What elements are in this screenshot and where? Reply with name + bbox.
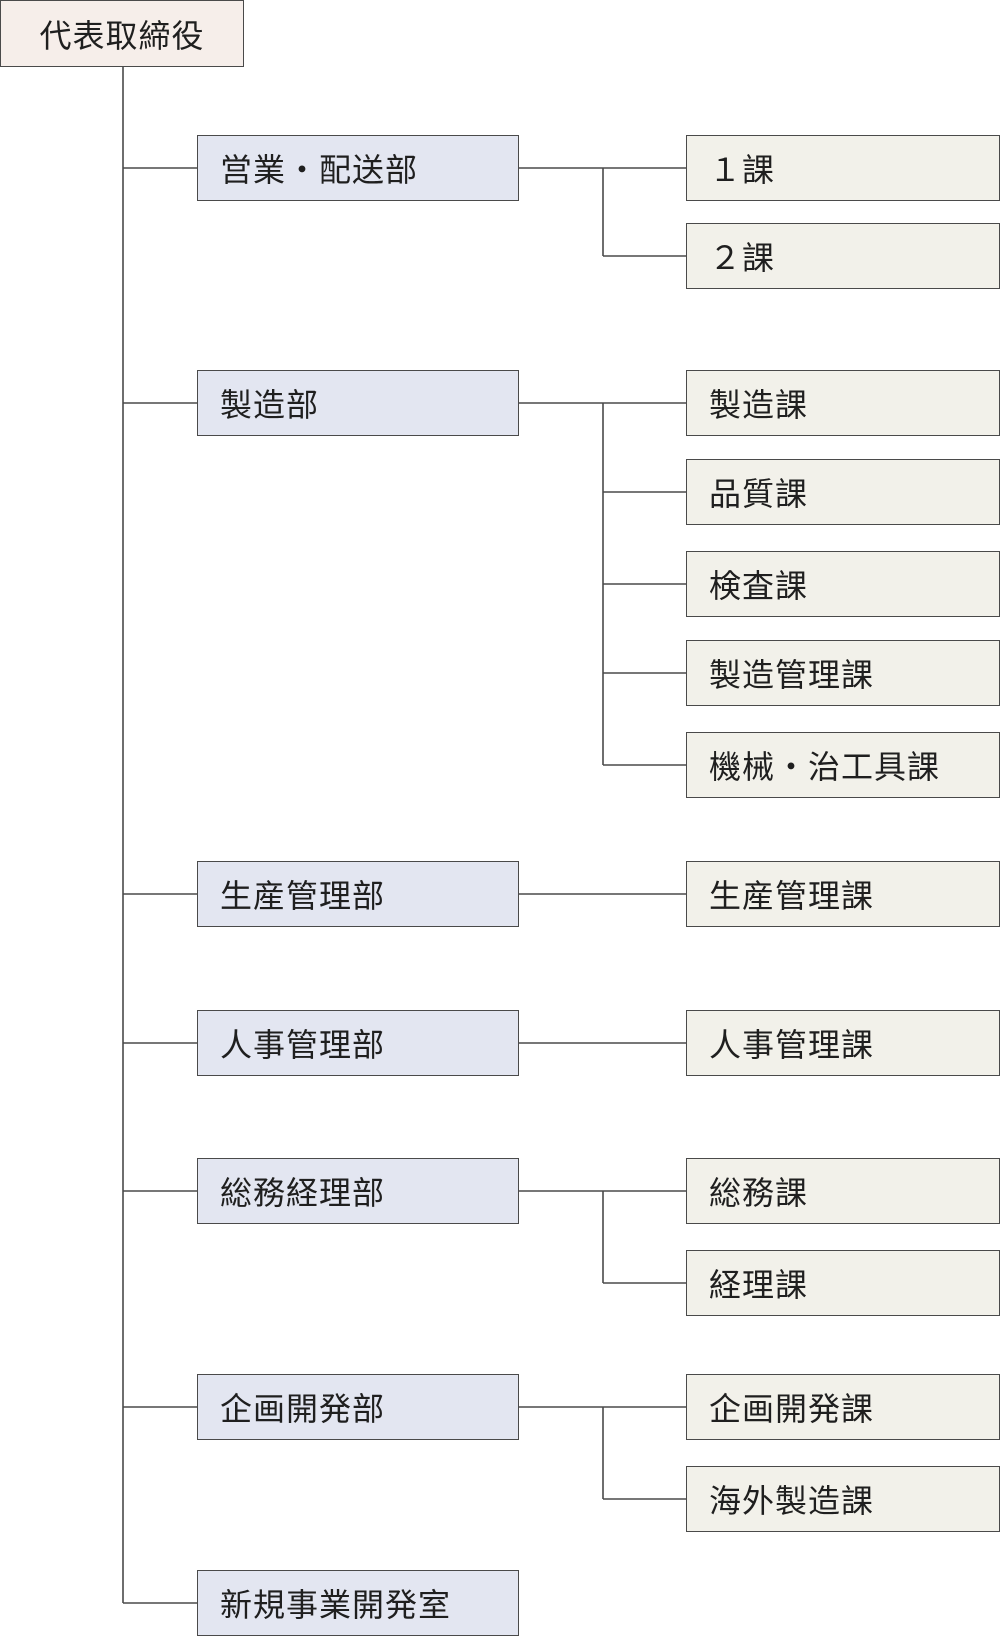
- section-box: 海外製造課: [686, 1466, 1000, 1532]
- section-box: １課: [686, 135, 1000, 201]
- department-box: 営業・配送部: [197, 135, 519, 201]
- department-box: 総務経理部: [197, 1158, 519, 1224]
- section-box: 検査課: [686, 551, 1000, 617]
- section-box: 機械・治工具課: [686, 732, 1000, 798]
- ceo-box: 代表取締役: [0, 0, 244, 67]
- department-box: 企画開発部: [197, 1374, 519, 1440]
- department-box: 人事管理部: [197, 1010, 519, 1076]
- section-box: 経理課: [686, 1250, 1000, 1316]
- section-box: 品質課: [686, 459, 1000, 525]
- department-box: 製造部: [197, 370, 519, 436]
- department-box: 新規事業開発室: [197, 1570, 519, 1636]
- section-box: 人事管理課: [686, 1010, 1000, 1076]
- section-box: 生産管理課: [686, 861, 1000, 927]
- section-box: ２課: [686, 223, 1000, 289]
- section-box: 企画開発課: [686, 1374, 1000, 1440]
- section-box: 総務課: [686, 1158, 1000, 1224]
- section-box: 製造管理課: [686, 640, 1000, 706]
- section-box: 製造課: [686, 370, 1000, 436]
- department-box: 生産管理部: [197, 861, 519, 927]
